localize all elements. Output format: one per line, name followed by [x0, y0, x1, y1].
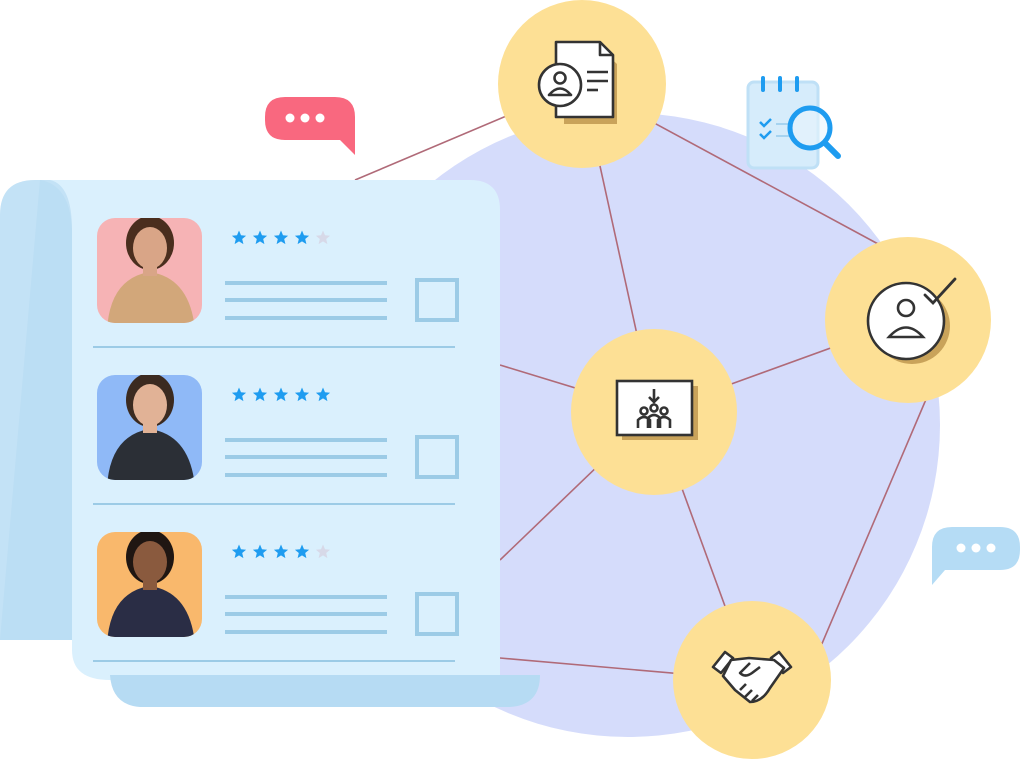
star-filled-icon	[294, 387, 310, 402]
star-filled-icon	[273, 544, 289, 559]
row-divider	[93, 503, 455, 505]
star-filled-icon	[252, 387, 268, 402]
star-filled-icon	[252, 230, 268, 245]
star-filled-icon	[252, 544, 268, 559]
person-face	[133, 541, 167, 583]
star-empty-icon	[315, 544, 331, 559]
resume-document-icon	[537, 40, 617, 124]
team-presentation-icon	[615, 379, 698, 440]
approved-candidate-icon	[866, 277, 957, 364]
text-placeholder-line	[225, 612, 387, 616]
star-filled-icon	[231, 544, 247, 559]
person-body	[107, 429, 195, 480]
candidate-photo	[97, 375, 202, 480]
text-placeholder-line	[225, 316, 387, 320]
candidate-photo	[97, 532, 202, 637]
star-filled-icon	[294, 230, 310, 245]
text-placeholder-line	[225, 595, 387, 599]
text-placeholder-line	[225, 281, 387, 285]
select-checkbox[interactable]	[415, 435, 459, 479]
candidate-row[interactable]	[93, 216, 459, 348]
node-resume[interactable]	[498, 0, 666, 168]
star-empty-icon	[315, 230, 331, 245]
text-placeholder-line	[225, 438, 387, 442]
star-filled-icon	[315, 387, 331, 402]
person-body	[107, 272, 195, 323]
candidate-row[interactable]	[93, 530, 459, 662]
person-neck	[143, 264, 157, 276]
handshake-icon	[711, 650, 793, 704]
node-team-presentation[interactable]	[571, 329, 737, 495]
text-placeholder-line	[225, 473, 387, 477]
candidate-photo	[97, 218, 202, 323]
person-body	[107, 586, 195, 637]
star-filled-icon	[231, 387, 247, 402]
chat-bubble-icon	[932, 527, 1020, 585]
node-handshake[interactable]	[673, 601, 831, 759]
star-filled-icon	[273, 230, 289, 245]
person-neck	[143, 421, 157, 433]
node-approved-candidate[interactable]	[825, 237, 991, 403]
row-divider	[93, 660, 455, 662]
person-neck	[143, 578, 157, 590]
row-divider	[93, 346, 455, 348]
person-face	[133, 227, 167, 269]
star-filled-icon	[273, 387, 289, 402]
select-checkbox[interactable]	[415, 278, 459, 322]
select-checkbox[interactable]	[415, 592, 459, 636]
chat-bubble-icon	[265, 97, 355, 155]
text-placeholder-line	[225, 298, 387, 302]
person-face	[133, 384, 167, 426]
star-filled-icon	[231, 230, 247, 245]
checklist-search-icon	[746, 76, 841, 170]
candidate-row[interactable]	[93, 373, 459, 505]
text-placeholder-line	[225, 630, 387, 634]
star-filled-icon	[294, 544, 310, 559]
text-placeholder-line	[225, 455, 387, 459]
